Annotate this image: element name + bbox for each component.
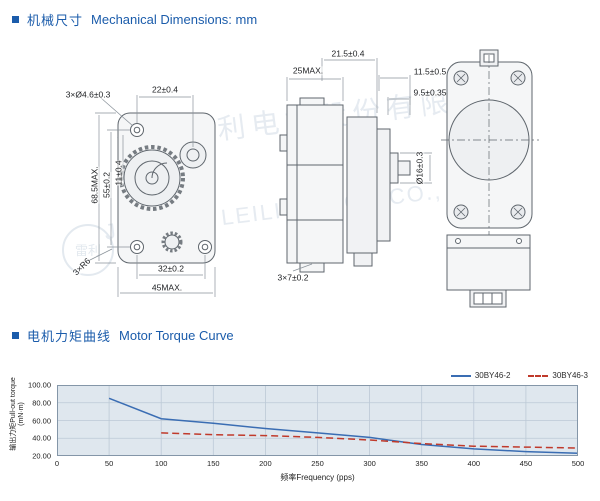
dim-hole-spacing-top: 22±0.4 — [152, 84, 178, 95]
dim-boss-diameter: Ø16±0.3 — [414, 151, 425, 185]
legend-item: 30BY46-3 — [528, 371, 588, 380]
legend-label: 30BY46-2 — [474, 371, 511, 380]
x-tick-label: 0 — [54, 459, 60, 468]
x-tick-label: 500 — [571, 459, 585, 468]
dim-gear-offset: 11±0.4 — [113, 160, 124, 186]
y-tick-label: 40.00 — [32, 433, 51, 443]
y-tick-label: 20.00 — [32, 451, 51, 461]
side-view-gearbox-drawing — [279, 97, 344, 273]
plot-area — [57, 385, 578, 456]
dim-hole-spacing-vertical: 55±0.2 — [101, 172, 112, 198]
dim-mounting-holes: 3×Ø4.6±0.3 — [65, 89, 111, 100]
mechanical-drawings: 雷利 江苏雷利电机股份有限公司 JIANGSU LEILI MOTOR CO.,… — [0, 35, 600, 327]
x-tick-label: 150 — [207, 459, 220, 468]
y-tick-label: 100.00 — [28, 380, 51, 390]
section-title-en: Motor Torque Curve — [119, 328, 234, 343]
dim-hole-spacing-bottom: 32±0.2 — [158, 263, 184, 274]
x-axis-ticks: 0 50 100 150 200 250 300 350 400 450 500 — [54, 459, 584, 469]
x-tick-label: 200 — [259, 459, 272, 468]
side-view-motor-drawing — [346, 116, 411, 267]
watermark-logo-text: 雷利 — [75, 243, 101, 258]
torque-section-header: 电机力矩曲线 Motor Torque Curve — [12, 326, 234, 345]
dim-boss-depth: 9.5±0.35 — [413, 87, 447, 98]
bottom-view-drawing — [446, 234, 531, 308]
y-tick-label: 60.00 — [32, 416, 51, 425]
dim-height-max: 68.5MAX. — [89, 166, 100, 204]
x-tick-label: 350 — [415, 459, 428, 468]
x-tick-label: 300 — [363, 459, 376, 468]
dim-depth-max: 25MAX. — [292, 65, 324, 76]
section-bullet-icon — [12, 16, 19, 23]
section-bullet-icon — [12, 332, 19, 339]
section-title-cn: 电机力矩曲线 — [27, 329, 112, 344]
dim-width-max: 45MAX. — [151, 282, 183, 293]
legend-item: 30BY46-2 — [450, 371, 511, 380]
series-line-icon — [450, 374, 471, 377]
x-tick-label: 50 — [104, 459, 114, 468]
section-title-en: Mechanical Dimensions: mm — [91, 12, 258, 27]
x-tick-label: 400 — [467, 459, 481, 468]
y-axis-ticks: 100.00 80.00 60.00 40.00 20.00 — [18, 381, 53, 461]
legend-label: 30BY46-3 — [552, 371, 588, 380]
section-title-cn: 机械尺寸 — [27, 13, 84, 28]
x-tick-label: 250 — [311, 459, 324, 468]
dim-motor-depth: 21.5±0.4 — [331, 48, 365, 59]
x-axis-title: 频率Frequency (pps) — [280, 473, 355, 482]
mechanical-section-header: 机械尺寸 Mechanical Dimensions: mm — [12, 10, 257, 29]
front-view-drawing — [117, 112, 216, 264]
chart-legend: 30BY46-2 30BY46-3 — [450, 371, 588, 380]
x-tick-label: 450 — [519, 459, 533, 468]
dim-slot: 3×7±0.2 — [277, 272, 309, 283]
x-tick-label: 100 — [154, 459, 168, 468]
rear-view-drawing — [441, 49, 539, 235]
y-tick-label: 80.00 — [32, 398, 51, 408]
dim-cap-depth: 11.5±0.5 — [413, 66, 447, 77]
torque-chart: 30BY46-2 30BY46-3 输出力矩Pull-out torque (m… — [0, 340, 600, 501]
series-line-icon — [528, 374, 549, 377]
